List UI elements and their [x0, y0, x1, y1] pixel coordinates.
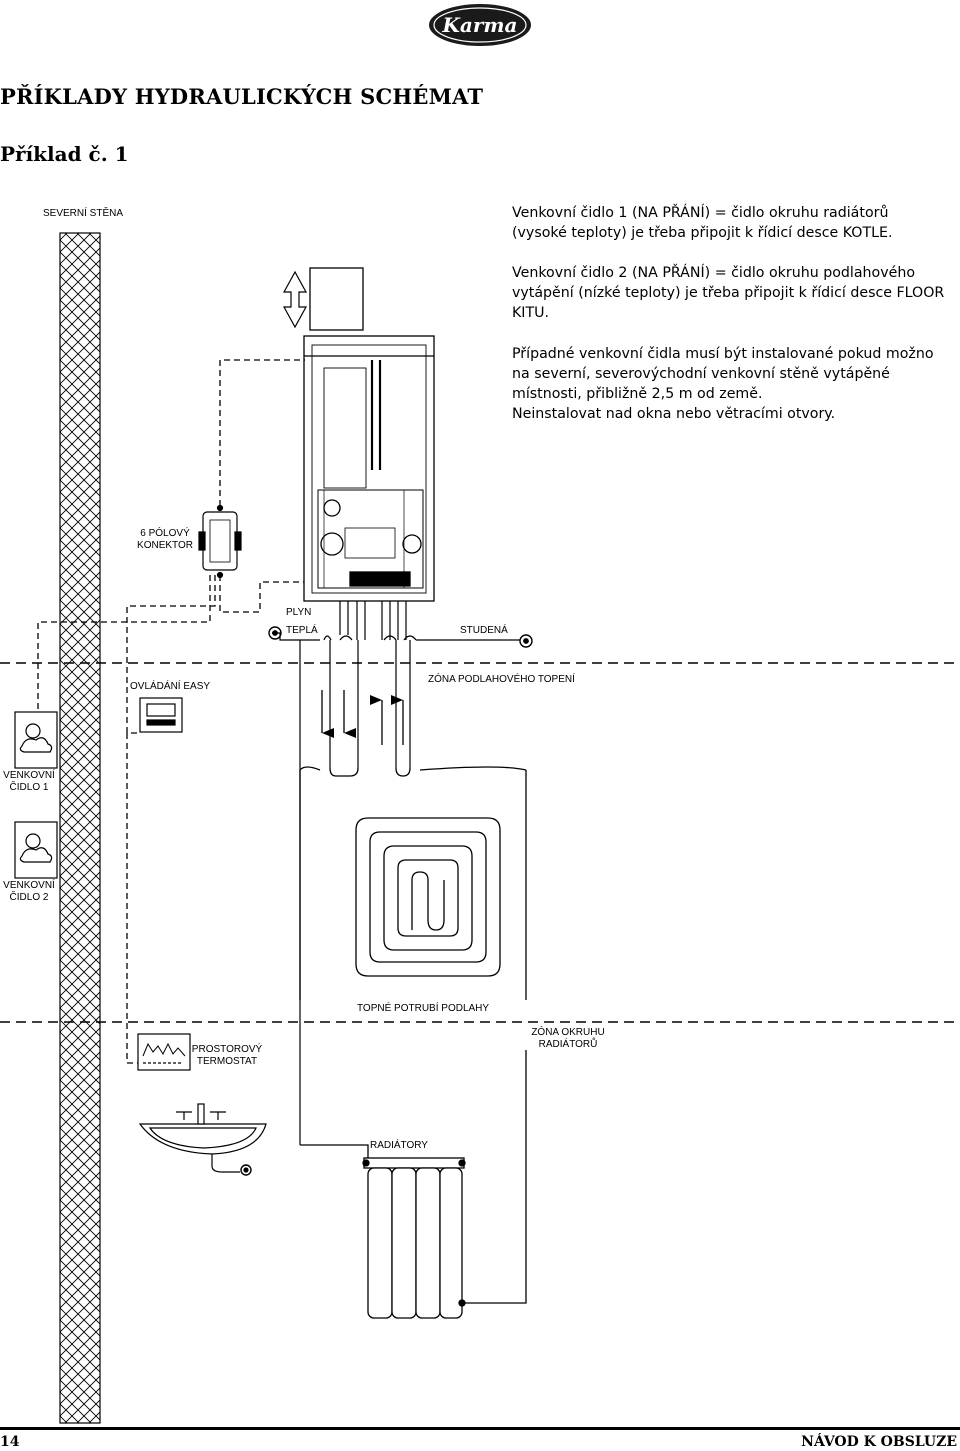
hot-water-label: TEPLÁ [286, 625, 318, 636]
control-wires [37, 359, 305, 1064]
north-wall-label: SEVERNÍ STĚNA [43, 208, 124, 219]
room-thermostat [137, 1033, 191, 1071]
page-title: PŘÍKLADY HYDRAULICKÝCH SCHÉMAT [0, 84, 484, 109]
cold-valve [519, 634, 533, 648]
paragraph-sensor-2: Venkovní čidlo 2 (NA PŘÁNÍ) = čidlo okru… [512, 265, 945, 321]
outdoor-sensor-1 [14, 711, 58, 769]
radiators-label: RADIÁTORY [370, 1140, 428, 1151]
boiler [303, 267, 435, 602]
easy-controller [139, 697, 183, 733]
footer-divider [0, 1427, 960, 1430]
outdoor-sensor-2 [14, 821, 58, 879]
radiator-pipes [300, 1050, 527, 1304]
cold-water-label: STUDENÁ [460, 625, 508, 636]
boiler-pipes [272, 601, 520, 1145]
gas-label: PLYN [286, 607, 312, 618]
footer-title: NÁVOD K OBSLUZE [801, 1434, 957, 1450]
floor-heating-loop [299, 766, 527, 1000]
floor-pipes-label: TOPNÉ POTRUBÍ PODLAHY [357, 1003, 490, 1014]
karma-logo: Karma [429, 4, 531, 46]
six-pole-connector [198, 504, 242, 579]
wash-basin [138, 1103, 267, 1176]
radiator-unit [362, 1157, 466, 1319]
level-lines [0, 662, 960, 1023]
floor-zone-label: ZÓNA PODLAHOVÉHO TOPENÍ [428, 674, 575, 685]
page-number: 14 [0, 1434, 20, 1450]
example-title: Příklad č. 1 [0, 142, 129, 166]
north-wall [59, 232, 101, 1424]
easy-control-label: OVLÁDÁNÍ EASY [130, 681, 211, 692]
brand-name: Karma [442, 13, 518, 37]
paragraph-installation-note: Případné venkovní čidla musí být instalo… [512, 346, 934, 422]
flow-arrows [321, 690, 404, 745]
height-arrow [282, 270, 308, 329]
paragraph-sensor-1: Venkovní čidlo 1 (NA PŘÁNÍ) = čidlo okru… [512, 205, 893, 241]
gas-valve [268, 626, 282, 640]
